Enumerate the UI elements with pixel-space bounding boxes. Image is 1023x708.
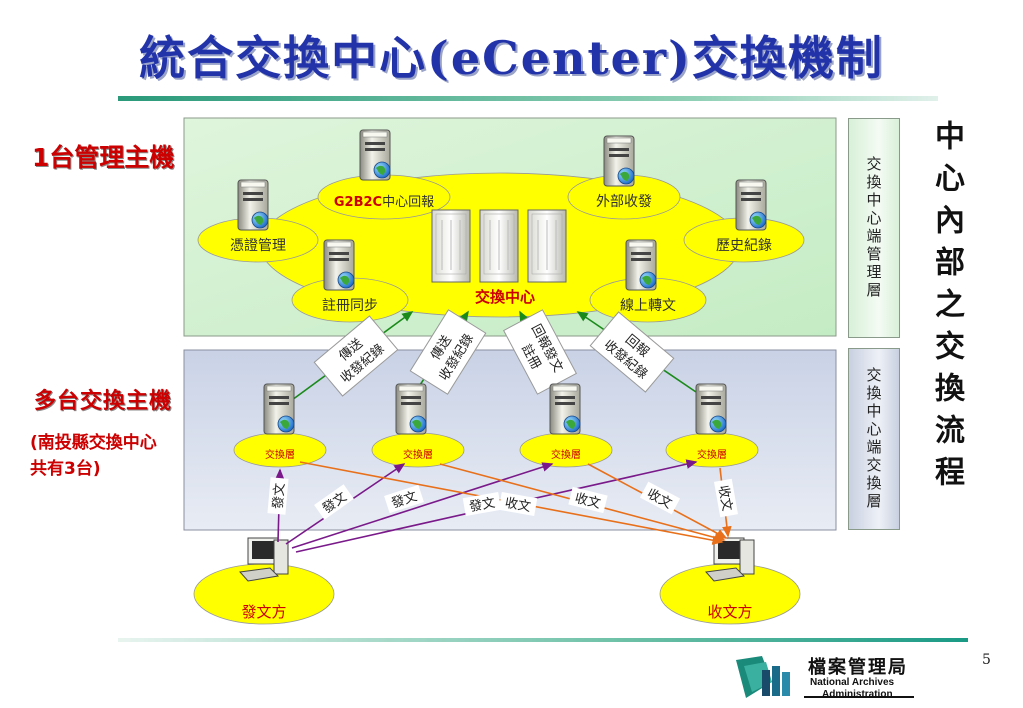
exchange-node-label: 交換層	[551, 448, 581, 461]
svg-text:發文: 發文	[468, 496, 496, 515]
receive-label-box: 收文	[498, 492, 538, 516]
exchange-layer-label: 交換中心端交換層	[864, 367, 883, 511]
logo-name-en-line1: National Archives	[810, 677, 895, 688]
history-label: 歷史紀錄	[716, 238, 772, 254]
management-layer-label: 交換中心端管理層	[864, 156, 883, 300]
management-layer-box: 交換中心端管理層	[848, 118, 900, 338]
center-label: 交換中心	[475, 288, 535, 306]
register-label: 註冊同步	[322, 298, 378, 314]
page-number: 5	[982, 652, 991, 668]
arrow-label-box: 傳送 收發紀錄	[313, 315, 399, 397]
arrow-label-box: 回報 收發紀錄	[589, 311, 675, 393]
center-tower-icon	[431, 209, 471, 283]
exchange-server-icon	[263, 383, 295, 435]
g2b2c-label: G2B2C中心回報	[334, 195, 434, 210]
sender-label: 發文方	[241, 603, 286, 621]
svg-text:收文: 收文	[715, 484, 734, 512]
page-title: 統合交換中心(eCenter)交換機制	[139, 31, 884, 85]
svg-text:收文: 收文	[504, 496, 532, 515]
exchange-host-label: 多台交換主機	[34, 389, 173, 414]
exchange-node-label: 交換層	[403, 448, 433, 461]
exchange-node-label: 交換層	[697, 448, 727, 461]
internal-flow-label: 中心內部之交換流程	[929, 120, 964, 498]
svg-text:發文: 發文	[271, 483, 288, 510]
external-label: 外部收發	[596, 194, 652, 210]
send-label-box: 發文	[267, 477, 289, 515]
send-label-box: 發文	[462, 492, 502, 516]
logo-name-en-line2: Administration	[822, 689, 893, 700]
history-server-icon	[735, 179, 767, 231]
title-underline	[118, 96, 938, 101]
svg-text:收文: 收文	[573, 491, 602, 512]
archives-logo	[732, 652, 922, 704]
cert-server-icon	[237, 179, 269, 231]
g2b2c-server-icon	[359, 129, 391, 181]
receive-label-box: 收文	[568, 486, 608, 514]
online-label: 線上轉文	[620, 298, 676, 314]
center-tower-icon	[479, 209, 519, 283]
logo-name-zh: 檔案管理局	[808, 657, 908, 678]
exchange-layer-box: 交換中心端交換層	[848, 348, 900, 530]
register-server-icon	[323, 239, 355, 291]
exchange-host-note: (南投縣交換中心 共有3台)	[30, 433, 157, 479]
cert-label: 憑證管理	[230, 237, 286, 254]
center-tower-icon	[527, 209, 567, 283]
receiver-label: 收文方	[707, 603, 752, 621]
footer-divider	[118, 638, 968, 642]
online-server-icon	[625, 239, 657, 291]
external-server-icon	[603, 135, 635, 187]
receive-label-box: 收文	[714, 478, 738, 518]
exchange-server-icon	[395, 383, 427, 435]
send-arrow	[291, 462, 554, 549]
exchange-server-icon	[695, 383, 727, 435]
exchange-server-icon	[549, 383, 581, 435]
management-host-label: 1台管理主機	[32, 143, 175, 172]
exchange-node-label: 交換層	[265, 448, 295, 461]
